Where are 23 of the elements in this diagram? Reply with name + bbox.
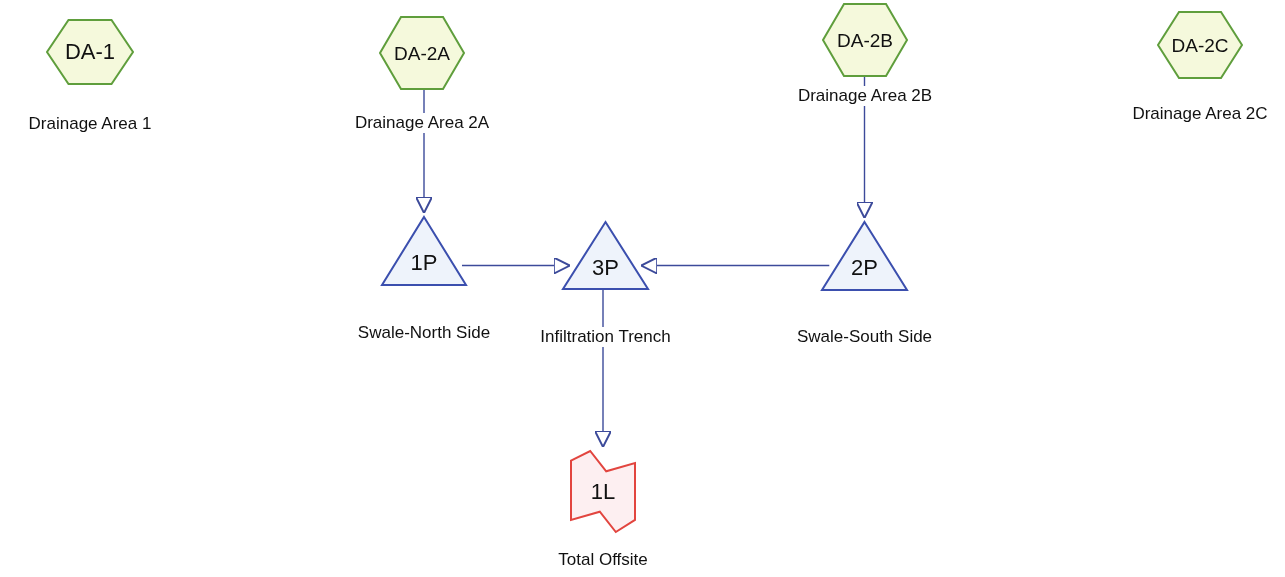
hexagon-node xyxy=(47,20,133,84)
node-caption: Infiltration Trench xyxy=(538,327,673,347)
node-caption: Drainage Area 2C xyxy=(1130,104,1270,124)
node-caption: Drainage Area 1 xyxy=(26,114,154,134)
hexagon-node xyxy=(380,17,464,89)
triangle-node xyxy=(563,222,648,289)
node-label: DA-2A xyxy=(393,43,451,63)
node-label: 3P xyxy=(591,256,620,279)
node-label: DA-1 xyxy=(63,41,117,63)
triangle-node xyxy=(382,217,466,285)
node-label: DA-2B xyxy=(836,30,894,50)
triangle-node xyxy=(822,222,907,290)
flow-arrow xyxy=(594,288,612,448)
hexagon-node xyxy=(823,4,907,76)
flow-arrow xyxy=(461,256,571,275)
flow-arrow xyxy=(640,256,830,275)
node-label: 1L xyxy=(589,480,617,503)
node-label: 2P xyxy=(850,257,879,280)
flow-arrow xyxy=(855,75,874,219)
link-node xyxy=(571,451,635,532)
hexagon-node xyxy=(1158,12,1242,78)
node-label: DA-2C xyxy=(1170,35,1230,55)
node-label: 1P xyxy=(409,252,439,275)
